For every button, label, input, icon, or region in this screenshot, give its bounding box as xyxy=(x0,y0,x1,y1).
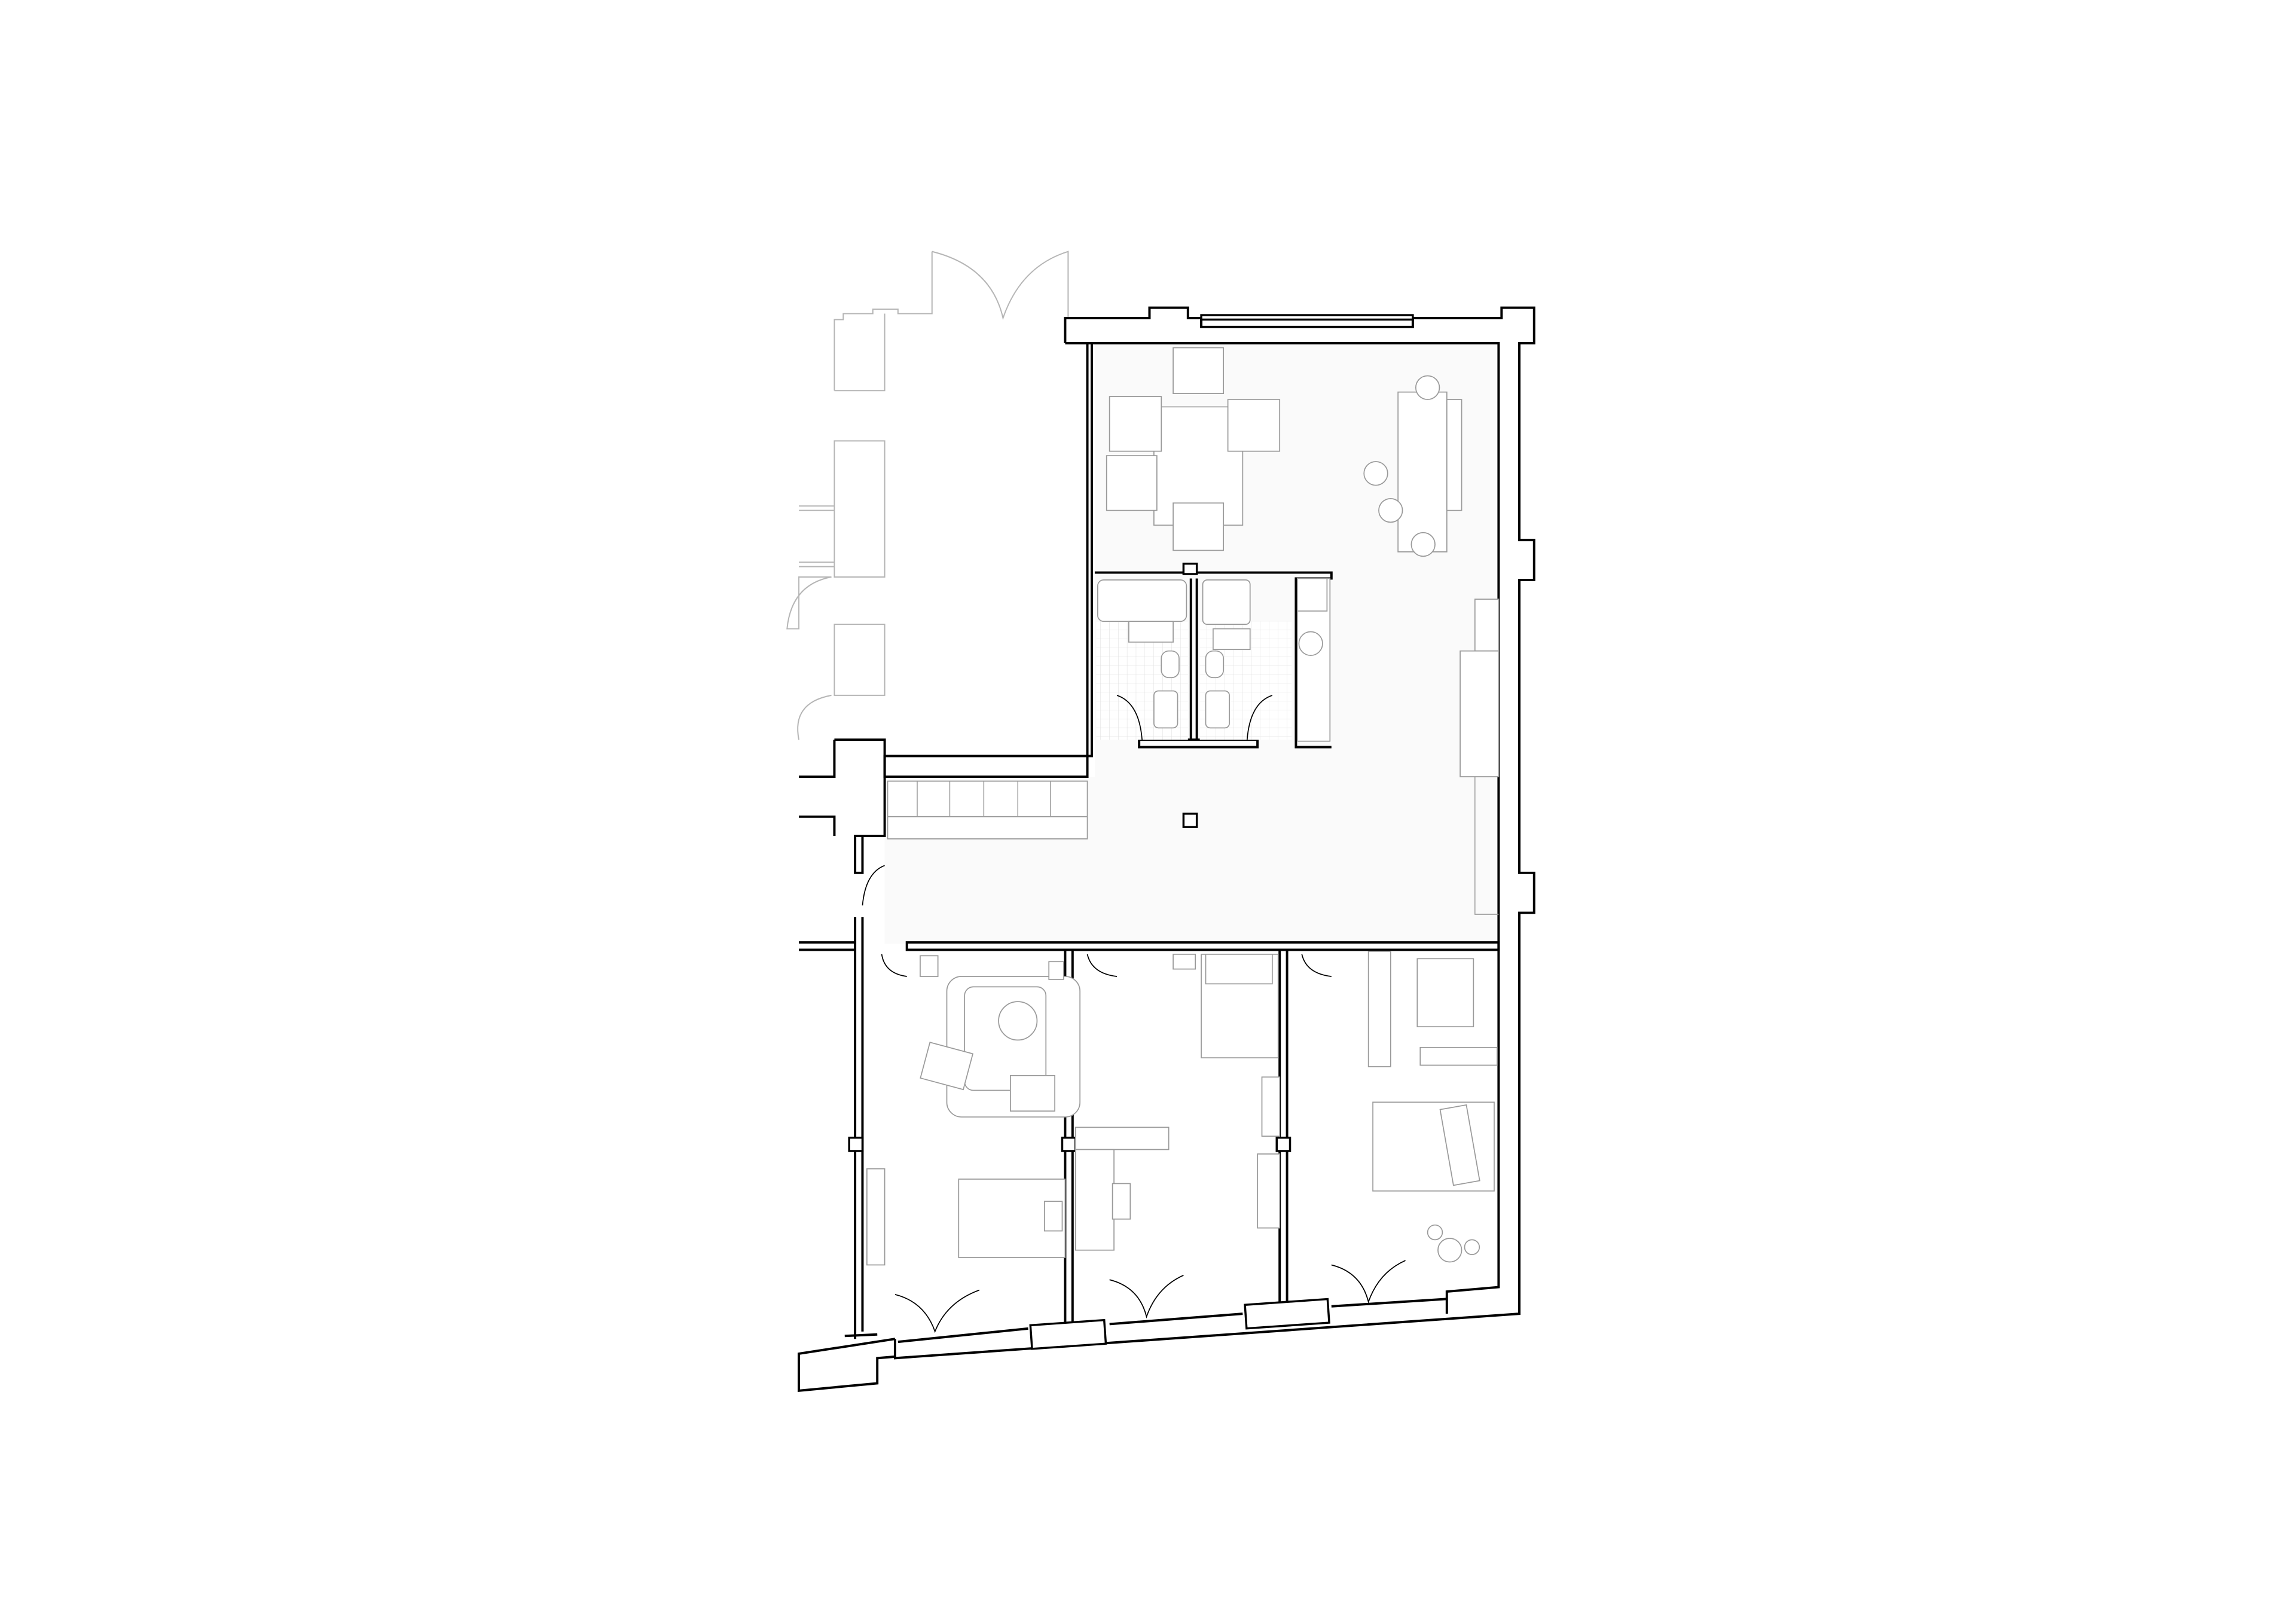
desk xyxy=(1074,1127,1170,1150)
chair xyxy=(1227,399,1281,452)
window-top xyxy=(1200,314,1414,321)
bedroom-furniture xyxy=(866,951,1498,1266)
hall-furniture xyxy=(887,599,1500,915)
chair xyxy=(1109,396,1162,452)
sink xyxy=(1153,690,1178,729)
shower xyxy=(1202,579,1251,625)
kitchen-island xyxy=(1363,375,1463,557)
bathtub xyxy=(1097,579,1187,622)
doors xyxy=(862,695,1406,1333)
armchair xyxy=(920,1042,974,1091)
toilet xyxy=(1161,650,1180,679)
kitchen-sink xyxy=(1298,631,1323,656)
chair xyxy=(1106,455,1158,511)
bathroom-fixtures xyxy=(1097,578,1331,742)
chair xyxy=(1173,502,1225,551)
chair xyxy=(1173,347,1225,395)
cooktop xyxy=(1297,578,1328,612)
sofa xyxy=(964,986,1047,1091)
dining-set xyxy=(1106,347,1281,551)
armchair xyxy=(1010,1074,1055,1112)
column xyxy=(1182,813,1198,828)
neighbour-outline xyxy=(786,251,1069,740)
wardrobe xyxy=(1416,958,1474,1028)
